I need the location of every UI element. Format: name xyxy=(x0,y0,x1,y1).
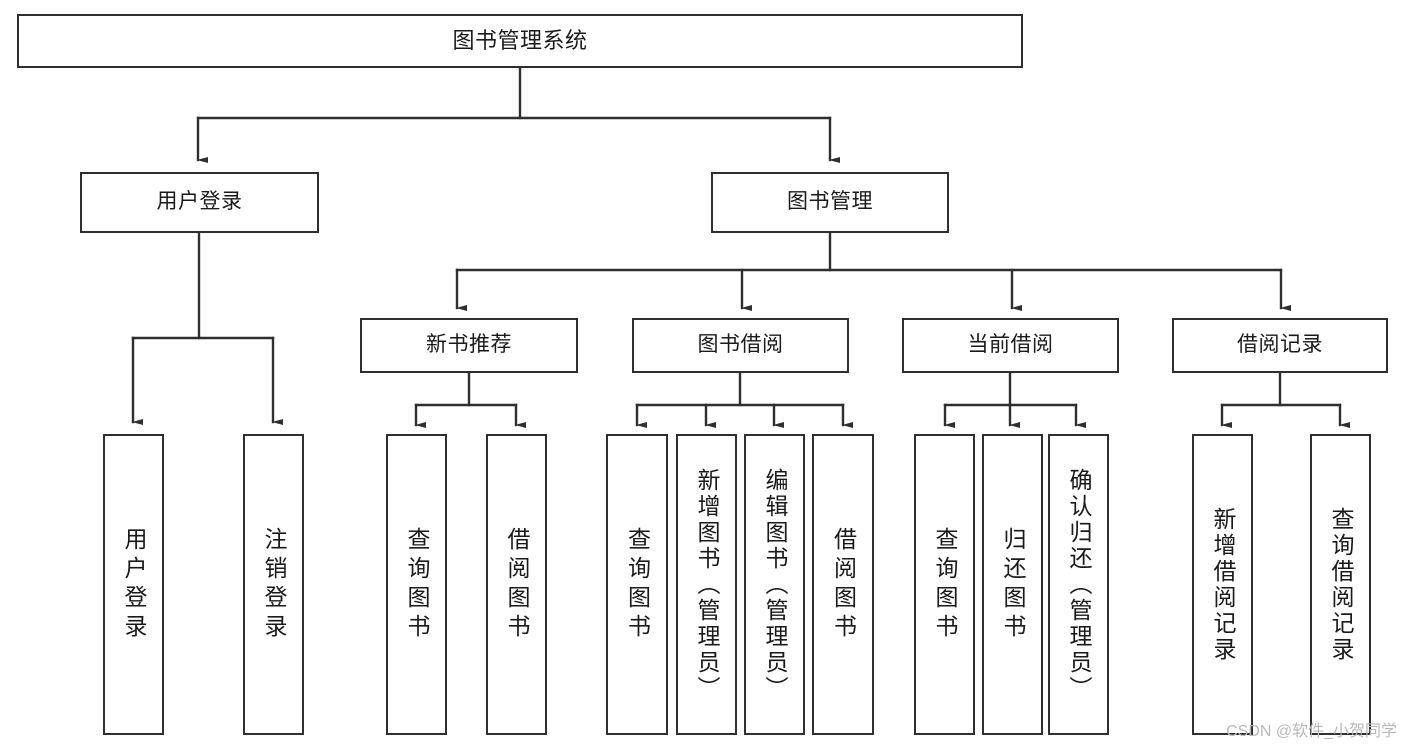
leaf-user-login[interactable]: 用户登录 xyxy=(103,434,164,735)
node-label: 查询图书 xyxy=(404,526,430,643)
leaf-logout-login[interactable]: 注销登录 xyxy=(243,434,304,735)
node-label: 查询借阅记录 xyxy=(1328,506,1354,663)
node-root-book-management-system[interactable]: 图书管理系统 xyxy=(17,14,1023,68)
leaf-borrow-book-recommend[interactable]: 借阅图书 xyxy=(486,434,547,735)
node-label: 查询图书 xyxy=(624,526,651,643)
node-label: 编辑图书（管理员） xyxy=(762,467,788,702)
leaf-borrow-book[interactable]: 借阅图书 xyxy=(812,434,874,735)
node-label: 用户登录 xyxy=(156,190,243,214)
leaf-query-borrow-record[interactable]: 查询借阅记录 xyxy=(1310,434,1371,735)
node-label: 借阅图书 xyxy=(504,526,530,643)
node-label: 注销登录 xyxy=(261,526,287,643)
leaf-confirm-return-admin[interactable]: 确认归还（管理员） xyxy=(1048,434,1109,735)
leaf-edit-book-admin[interactable]: 编辑图书（管理员） xyxy=(744,434,805,735)
node-label: 图书借阅 xyxy=(697,333,784,357)
node-label: 新增图书（管理员） xyxy=(694,467,720,702)
node-book-management[interactable]: 图书管理 xyxy=(711,172,949,233)
node-label: 借阅图书 xyxy=(830,526,857,643)
node-label: 新增借阅记录 xyxy=(1210,506,1236,663)
node-user-login[interactable]: 用户登录 xyxy=(80,172,319,233)
node-current-borrow[interactable]: 当前借阅 xyxy=(902,318,1119,373)
node-label: 归还图书 xyxy=(1000,526,1026,643)
leaf-query-book-recommend[interactable]: 查询图书 xyxy=(386,434,447,735)
node-label: 图书管理 xyxy=(787,190,873,214)
csdn-watermark: CSDN @软件_小贺同学 xyxy=(1226,723,1397,740)
leaf-return-book[interactable]: 归还图书 xyxy=(982,434,1043,735)
leaf-add-book-admin[interactable]: 新增图书（管理员） xyxy=(676,434,737,735)
node-new-book-recommend[interactable]: 新书推荐 xyxy=(360,318,578,373)
node-label: 当前借阅 xyxy=(967,333,1054,357)
node-book-borrow[interactable]: 图书借阅 xyxy=(632,318,849,373)
leaf-query-book-current[interactable]: 查询图书 xyxy=(914,434,975,735)
node-label: 新书推荐 xyxy=(426,333,512,357)
leaf-add-borrow-record[interactable]: 新增借阅记录 xyxy=(1192,434,1253,735)
node-label: 用户登录 xyxy=(121,526,147,643)
node-borrow-record[interactable]: 借阅记录 xyxy=(1172,318,1388,373)
node-label: 借阅记录 xyxy=(1237,333,1323,357)
node-label: 确认归还（管理员） xyxy=(1066,467,1092,702)
node-label: 图书管理系统 xyxy=(452,28,588,54)
node-label: 查询图书 xyxy=(932,526,958,643)
leaf-query-book-borrow[interactable]: 查询图书 xyxy=(606,434,668,735)
